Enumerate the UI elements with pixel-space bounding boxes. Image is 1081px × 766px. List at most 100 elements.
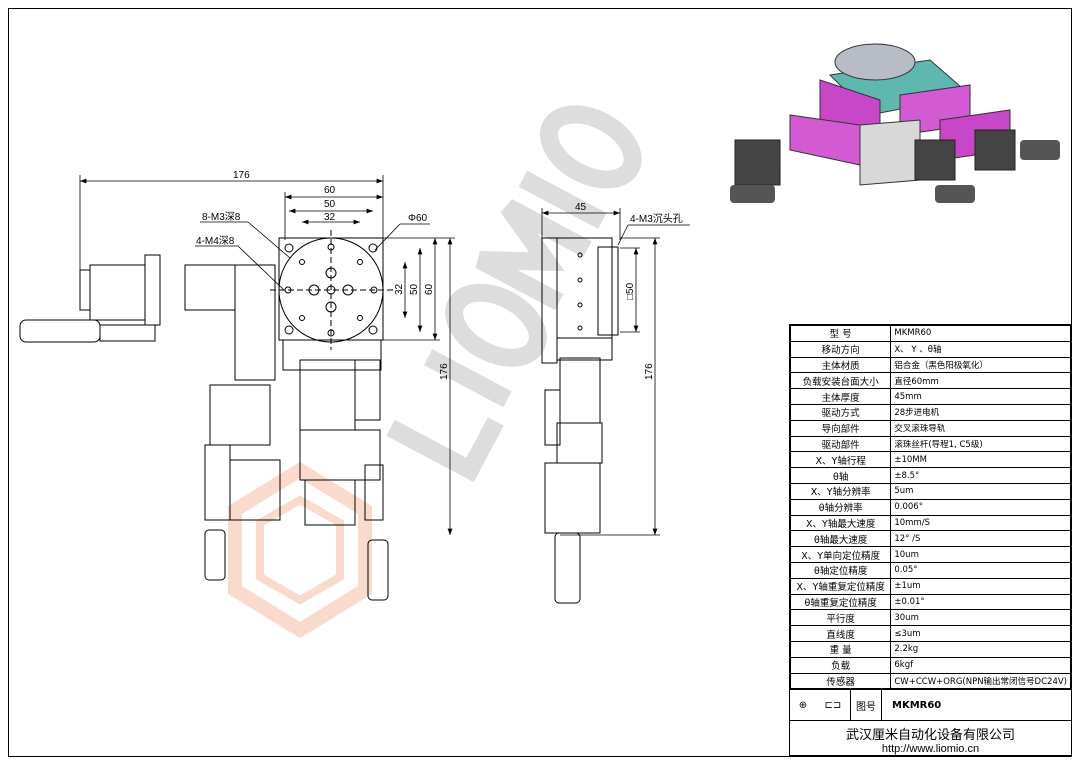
spec-row: 驱动部件滚珠丝杆(导程1, C5级) (789, 435, 1071, 453)
spec-value: ±10MM (890, 451, 1071, 469)
spec-row: 负载安装台面大小直径60mm (789, 372, 1071, 390)
spec-value: ±0.01° (890, 593, 1071, 611)
drawing-number-value: MKMR60 (892, 699, 942, 711)
spec-label: 重 量 (789, 640, 892, 658)
spec-value: 0.05° (890, 561, 1071, 579)
spec-value: MKMR60 (890, 325, 1071, 342)
dim-square: □50 (625, 282, 636, 300)
company-name: 武汉厘米自动化设备有限公司 (845, 728, 1015, 744)
spec-label: X、Y轴分辨率 (789, 482, 892, 500)
spec-label: θ轴分辨率 (789, 498, 892, 516)
dim-v60: 60 (424, 283, 435, 295)
spec-value: 6kgf (890, 656, 1071, 674)
spec-label: θ轴重复定位精度 (789, 593, 892, 611)
spec-value: 12° /S (890, 530, 1071, 548)
spec-label: θ轴定位精度 (789, 561, 892, 579)
front-view-dimensions (79, 175, 455, 535)
spec-label: 主体材质 (789, 356, 892, 374)
spec-value: ±1um (890, 577, 1071, 595)
spec-label: 移动方向 (789, 340, 892, 358)
truncated-cone-icon: ⊏⊐ (824, 699, 842, 711)
spec-value: X、 Y 、θ轴 (890, 340, 1071, 358)
spec-label: 传感器 (789, 672, 892, 690)
spec-row: 主体材质铝合金（黑色阳极氧化） (789, 356, 1071, 374)
dim-side-height: 176 (644, 363, 655, 380)
callout-m4: 4-M4深8 (196, 235, 235, 247)
front-view (19, 230, 395, 601)
dim-v32: 32 (394, 283, 405, 295)
spec-label: 驱动部件 (789, 435, 892, 453)
side-view-dimensions (541, 208, 690, 536)
drawing-number-row: ⊕ ⊏⊐ 图号 MKMR60 (790, 689, 1071, 721)
spec-label: 负载 (789, 656, 892, 674)
dim-diameter: Φ60 (408, 213, 428, 224)
dim-holes-32: 32 (324, 212, 336, 223)
spec-value: 10um (890, 546, 1071, 563)
company-url: http://www.liomio.cn (881, 743, 980, 756)
spec-row: θ轴重复定位精度±0.01° (789, 593, 1071, 611)
dim-v50: 50 (409, 283, 420, 295)
spec-label: 负载安装台面大小 (789, 372, 892, 390)
spec-row: X、Y轴行程±10MM (789, 451, 1071, 469)
spec-value: ±8.5° (890, 467, 1071, 484)
spec-label: 主体厚度 (789, 388, 892, 405)
watermark-logo (228, 461, 372, 639)
dim-thickness: 45 (575, 202, 587, 213)
spec-label: X、Y单向定位精度 (789, 546, 892, 563)
spec-label: θ轴最大速度 (789, 530, 892, 548)
spec-value: 交叉滚珠导轨 (890, 419, 1071, 437)
company-block: 武汉厘米自动化设备有限公司 http://www.liomio.cn (790, 720, 1071, 755)
spec-value: 0.006° (890, 498, 1071, 516)
spec-value: CW+CCW+ORG(NPN输出常闭信号DC24V) (890, 672, 1071, 690)
spec-label: X、Y轴重复定位精度 (789, 577, 892, 595)
spec-value: 30um (890, 609, 1071, 627)
drawing-number-label: 图号 (851, 690, 882, 721)
dim-height: 176 (439, 363, 450, 380)
spec-label: 型 号 (789, 325, 892, 342)
spec-value: 直径60mm (890, 372, 1071, 390)
spec-value: 铝合金（黑色阳极氧化） (890, 356, 1071, 374)
dim-overall-width: 176 (233, 170, 250, 181)
spec-label: X、Y轴行程 (789, 451, 892, 469)
spec-label: θ轴 (789, 467, 892, 484)
spec-row: X、Y轴重复定位精度±1um (789, 577, 1071, 595)
spec-label: 驱动方式 (789, 403, 892, 421)
callout-m3: 8-M3深8 (202, 211, 241, 223)
spec-label: 直线度 (789, 625, 892, 642)
spec-value: ≤3um (890, 625, 1071, 642)
spec-label: 平行度 (789, 609, 892, 627)
spec-row: 导向部件交叉滚珠导轨 (789, 419, 1071, 437)
side-view (541, 237, 619, 604)
spec-row: θ轴±8.5° (789, 467, 1071, 484)
crosshair-circle-icon: ⊕ (798, 699, 808, 711)
product-3d-render (730, 43, 1060, 203)
spec-value: 滚珠丝杆(导程1, C5级) (890, 435, 1071, 453)
spec-value: 10mm/S (890, 514, 1071, 532)
spec-label: X、Y轴最大速度 (789, 514, 892, 532)
dim-plate-60: 60 (324, 185, 336, 196)
spec-value: 5um (890, 482, 1071, 500)
spec-row: 直线度≤3um (789, 625, 1071, 642)
spec-value: 28步进电机 (890, 403, 1071, 421)
spec-label: 导向部件 (789, 419, 892, 437)
projection-symbol: ⊕ ⊏⊐ (790, 690, 851, 721)
spec-value: 45mm (890, 388, 1071, 405)
callout-countersunk: 4-M3沉头孔 (630, 212, 683, 225)
